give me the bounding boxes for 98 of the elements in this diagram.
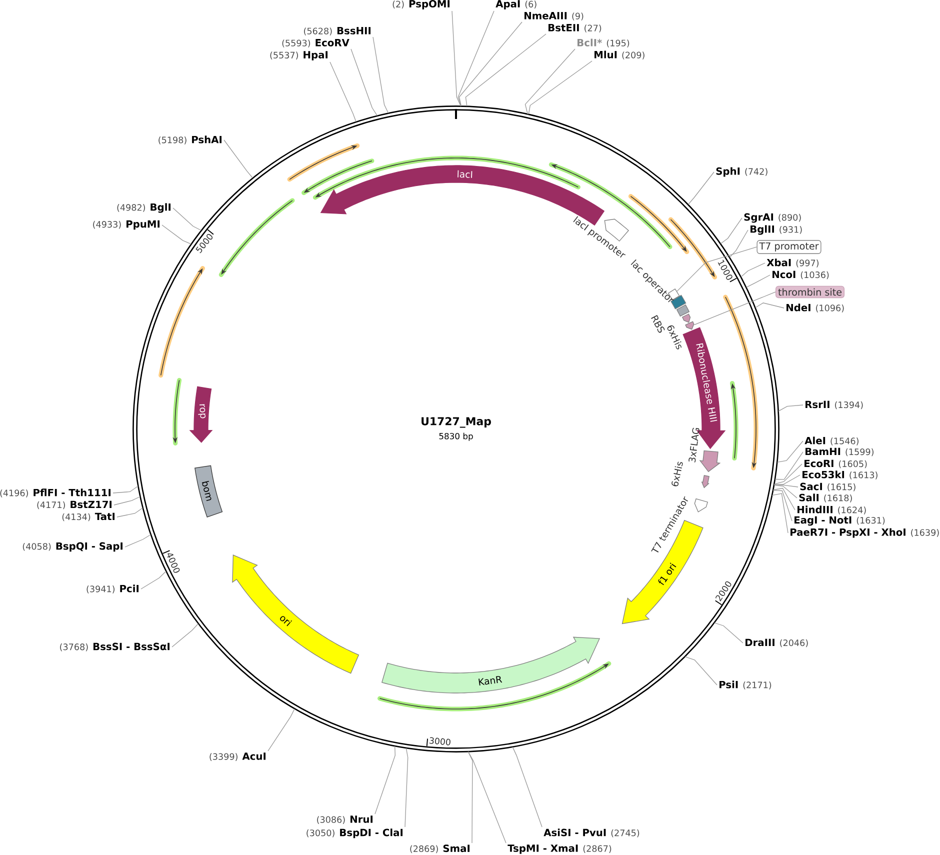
- cut-site-label: (5198) PshAI: [158, 136, 222, 144]
- leader-line: [116, 508, 144, 518]
- leader-line: [512, 746, 542, 828]
- cut-site-label: SacI (1615): [800, 482, 856, 492]
- leader-line: [124, 534, 151, 548]
- scale-number: 1000: [718, 260, 732, 280]
- cut-site-label: EcoRI (1605): [804, 460, 867, 468]
- gene-feature: rop: [189, 386, 213, 443]
- leader-line: [350, 48, 378, 116]
- leader-line: [112, 486, 138, 494]
- leader-line: [772, 490, 792, 522]
- cut-site-label: HindIII (1624): [798, 506, 866, 514]
- cut-site-label: TspMI - XmaI (2867): [508, 844, 612, 854]
- cut-site-label: BstEII (27): [548, 24, 602, 32]
- leader-line: [458, 10, 494, 106]
- cut-site-label: (3941) PciI: [86, 584, 138, 594]
- leader-line: [729, 230, 748, 258]
- node-label: 6xHis: [672, 462, 683, 486]
- leader-line: [528, 60, 592, 114]
- leader-line: [755, 302, 784, 308]
- cut-site-label: (4196) PflFI - Tth111I: [0, 488, 110, 498]
- cut-site-label: NcoI (1036): [772, 270, 829, 280]
- cut-site-label: (3050) BspDI - ClaI: [306, 828, 402, 838]
- cut-site-label: NmeAIII (9): [524, 12, 584, 20]
- cut-site-label: EagI - NotI (1631): [794, 516, 885, 526]
- site-feature: [685, 321, 694, 330]
- leader-line: [468, 751, 473, 844]
- leader-line: [452, 10, 462, 106]
- callout-label: thrombin site: [776, 286, 844, 298]
- cut-site-label: AsiSI - PvuI (2745): [544, 828, 640, 838]
- cut-site-label: Eco53kI (1613): [802, 470, 878, 480]
- leader-line: [458, 22, 522, 106]
- cut-site-label: (4933) PpuMI: [93, 220, 160, 230]
- cut-site-label: ApaI (6): [496, 0, 536, 10]
- leader-line: [774, 464, 802, 484]
- leader-line: [162, 224, 192, 244]
- leader-line: [778, 404, 804, 412]
- leader-line: [774, 452, 804, 480]
- leader-line: [772, 493, 788, 534]
- leader-line: [720, 218, 742, 244]
- leader-line: [268, 708, 295, 752]
- cut-site-label: XbaI (997): [766, 258, 818, 268]
- cut-site-label: (4134) TatI: [62, 512, 114, 522]
- origin-feature: ori: [232, 554, 360, 674]
- leader-line: [688, 172, 714, 205]
- cut-site-label: (5537) HpaI: [270, 51, 328, 60]
- leader-line: [774, 484, 798, 488]
- leader-line: [676, 246, 758, 292]
- node-label: RBS: [651, 314, 665, 333]
- cut-site-label: (5593) EcoRV: [282, 39, 350, 48]
- leader-line: [372, 36, 389, 114]
- cut-site-label: (3768) BssSI - BssSαI: [60, 642, 170, 652]
- cut-site-label: BamHI (1599): [806, 448, 874, 456]
- callout-label: T7 promoter: [756, 240, 822, 254]
- leader-line: [224, 140, 253, 178]
- cut-site-label: PsiI (2171): [720, 680, 772, 690]
- leader-line: [330, 62, 356, 122]
- leader-line: [468, 751, 506, 844]
- cut-site-label: SphI (742): [716, 167, 768, 177]
- cut-site-label: (2) PspOMI: [392, 0, 450, 10]
- cut-site-label: (4058) BspQI - SapI: [22, 542, 122, 552]
- resistance-gene-feature: KanR: [382, 636, 600, 694]
- leader-line: [404, 748, 408, 828]
- cut-site-label: (4982) BglI: [117, 203, 170, 213]
- cut-site-label: (4171) BstZ17I: [37, 500, 112, 510]
- leader-line: [714, 622, 744, 644]
- cut-site-label: (3086) NruI: [317, 816, 372, 824]
- scale-number: 4000: [167, 553, 180, 573]
- cut-site-label: PaeR7I - PspXI - XhoI (1639): [790, 528, 939, 538]
- leader-line: [172, 208, 202, 231]
- leader-line: [114, 496, 140, 506]
- cut-site-label: (5628) BssHII: [304, 27, 370, 36]
- leader-line: [774, 474, 800, 485]
- cut-site-label: (2869) SmaI: [410, 844, 470, 854]
- leader-line: [465, 34, 546, 106]
- leader-line: [772, 488, 796, 510]
- leader-line: [140, 570, 166, 590]
- leader-line: [777, 440, 804, 462]
- cut-site-label: BglII (931): [750, 225, 802, 235]
- cut-site-label: BclI* (195): [578, 38, 630, 48]
- cut-site-label: AleI (1546): [804, 436, 858, 446]
- leader-line: [746, 274, 770, 288]
- leader-line: [172, 623, 199, 648]
- leader-line: [524, 48, 576, 114]
- node-label: 6xHis: [667, 325, 682, 350]
- leader-line: [684, 656, 718, 686]
- cut-site-label: NdeI (1096): [786, 304, 844, 312]
- cut-site-label: MluI (209): [594, 50, 644, 60]
- cut-site-label: DraIII (2046): [746, 638, 808, 648]
- cut-site-label: SalI (1618): [799, 494, 852, 502]
- cut-site-label: (3399) AcuI: [210, 752, 266, 761]
- cut-site-label: SgrAI (890): [744, 213, 801, 223]
- leader-line: [774, 484, 798, 498]
- scale-number: 3000: [429, 737, 450, 746]
- leader-line: [740, 262, 766, 278]
- leader-line: [374, 746, 396, 814]
- leader-line: [694, 292, 776, 326]
- cut-site-label: RsrII (1394): [806, 400, 863, 410]
